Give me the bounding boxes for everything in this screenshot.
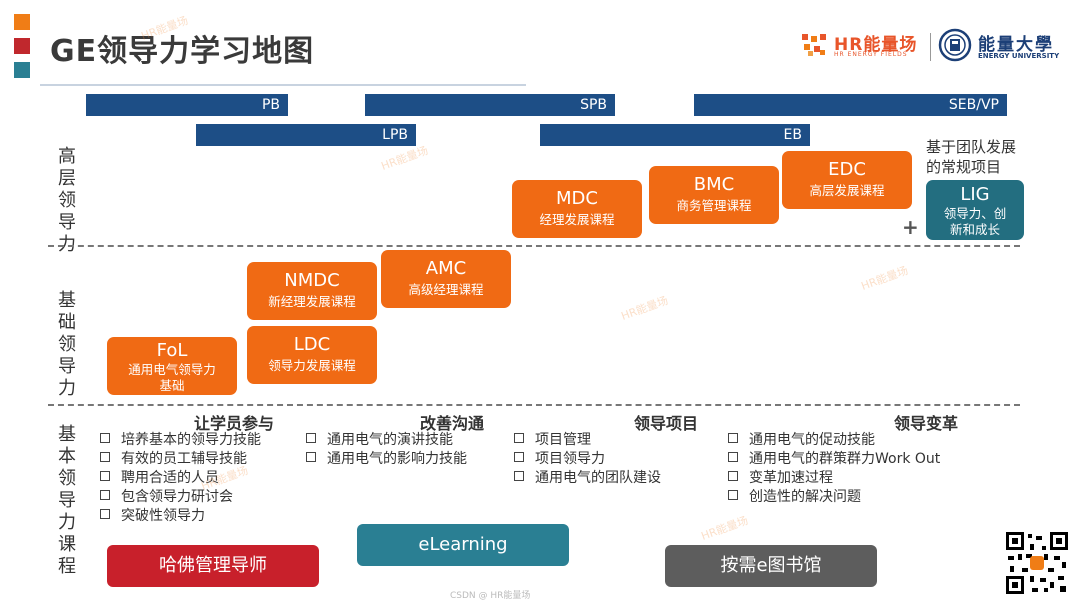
- course-lig[interactable]: LIG 领导力、创 新和成长: [926, 180, 1024, 240]
- course-bmc[interactable]: BMC 商务管理课程: [649, 166, 779, 224]
- course-desc-line-1: 领导力、创: [943, 206, 1007, 221]
- list-item: 通用电气的促动技能: [728, 431, 940, 450]
- column-title-projects: 领导项目: [634, 414, 699, 433]
- divider-senior: [48, 245, 1020, 247]
- list-item: 变革加速过程: [728, 469, 940, 488]
- column-title-change: 领导变革: [894, 414, 959, 433]
- header-square-orange: [14, 14, 30, 30]
- list-item: 聘用合适的人员: [100, 469, 261, 488]
- column-list-communicate: 通用电气的演讲技能 通用电气的影响力技能: [306, 431, 467, 469]
- watermark: HR能量场: [859, 263, 910, 293]
- course-mdc[interactable]: MDC 经理发展课程: [512, 180, 642, 238]
- course-desc-line-2: 新和成长: [949, 222, 1000, 237]
- checkbox-icon: [100, 490, 110, 500]
- footer-credit: CSDN @ HR能量场: [450, 591, 531, 601]
- title-underline: [40, 84, 526, 86]
- hr-logo-sub: HR ENERGY FIELDS: [834, 51, 908, 58]
- level-bar-seb-vp: SEB/VP: [694, 94, 1007, 116]
- list-item: 培养基本的领导力技能: [100, 431, 261, 450]
- course-amc[interactable]: AMC 高级经理课程: [381, 250, 511, 308]
- column-title-communicate: 改善沟通: [420, 414, 485, 433]
- list-item: 通用电气的团队建设: [514, 469, 661, 488]
- header-square-teal: [14, 62, 30, 78]
- list-item: 包含领导力研讨会: [100, 488, 261, 507]
- course-code: EDC: [828, 159, 866, 180]
- course-desc: 领导力发展课程: [268, 358, 356, 373]
- checkbox-icon: [100, 452, 110, 462]
- course-code: MDC: [556, 188, 598, 209]
- list-item: 项目管理: [514, 431, 661, 450]
- checkbox-icon: [514, 433, 524, 443]
- hr-logo-name: HR能量场: [834, 35, 918, 55]
- checkbox-icon: [100, 509, 110, 519]
- list-item: 创造性的解决问题: [728, 488, 940, 507]
- harvard-manage-mentor-button[interactable]: 哈佛管理导师: [107, 545, 319, 587]
- course-code: FoL: [156, 340, 188, 361]
- team-program-note: 基于团队发展 的常规项目: [926, 137, 1036, 177]
- qr-code-icon: [1004, 530, 1070, 596]
- section-label-foundation: 基础领导力: [58, 290, 76, 399]
- level-bar-lpb: LPB: [196, 124, 416, 146]
- energy-university-logo: 能量大學 ENERGY UNIVERSITY: [938, 26, 1068, 66]
- checkbox-icon: [514, 471, 524, 481]
- energy-university-seal-icon: [938, 28, 972, 62]
- note-line-1: 基于团队发展: [926, 138, 1017, 156]
- list-item: 有效的员工辅导技能: [100, 450, 261, 469]
- course-code: AMC: [425, 258, 467, 279]
- column-list-projects: 项目管理 项目领导力 通用电气的团队建设: [514, 431, 661, 488]
- checkbox-icon: [100, 433, 110, 443]
- course-desc: 高级经理课程: [408, 282, 484, 297]
- hr-energy-logo: HR能量场 HR ENERGY FIELDS: [800, 30, 920, 62]
- course-desc-line-1: 通用电气领导力: [128, 362, 216, 377]
- checkbox-icon: [514, 452, 524, 462]
- course-code: LDC: [293, 334, 331, 355]
- course-ldc[interactable]: LDC 领导力发展课程: [247, 326, 377, 384]
- header-square-red: [14, 38, 30, 54]
- note-line-2: 的常规项目: [926, 158, 1002, 176]
- elearning-button[interactable]: eLearning: [357, 524, 569, 566]
- eu-logo-sub: ENERGY UNIVERSITY: [978, 52, 1060, 60]
- column-title-engage: 让学员参与: [194, 414, 275, 433]
- checkbox-icon: [306, 452, 316, 462]
- section-label-senior: 高层领导力: [58, 146, 76, 255]
- hr-energy-logo-icon: [802, 34, 826, 56]
- course-edc[interactable]: EDC 高层发展课程: [782, 151, 912, 209]
- course-desc: 商务管理课程: [676, 198, 752, 213]
- section-label-basic: 基本领导力课程: [58, 424, 76, 577]
- course-fol[interactable]: FoL 通用电气领导力 基础: [107, 337, 237, 395]
- checkbox-icon: [728, 490, 738, 500]
- watermark: HR能量场: [619, 293, 670, 323]
- checkbox-icon: [728, 471, 738, 481]
- list-item: 突破性领导力: [100, 507, 261, 526]
- course-desc: 新经理发展课程: [268, 294, 356, 309]
- checkbox-icon: [728, 452, 738, 462]
- list-item: 项目领导力: [514, 450, 661, 469]
- course-code: NMDC: [284, 270, 340, 291]
- course-desc-line-2: 基础: [159, 378, 185, 393]
- checkbox-icon: [306, 433, 316, 443]
- column-list-change: 通用电气的促动技能 通用电气的群策群力Work Out 变革加速过程 创造性的解…: [728, 431, 940, 507]
- checkbox-icon: [728, 433, 738, 443]
- plus-icon: +: [902, 215, 919, 239]
- divider-foundation: [48, 404, 1020, 406]
- course-code: BMC: [693, 174, 735, 195]
- checkbox-icon: [100, 471, 110, 481]
- watermark: HR能量场: [699, 513, 750, 543]
- level-bar-spb: SPB: [365, 94, 615, 116]
- course-nmdc[interactable]: NMDC 新经理发展课程: [247, 262, 377, 320]
- e-library-button[interactable]: 按需e图书馆: [665, 545, 877, 587]
- page-title: GE领导力学习地图: [50, 34, 315, 69]
- course-code: LIG: [960, 184, 990, 205]
- level-bar-eb: EB: [540, 124, 810, 146]
- logo-separator: [930, 33, 931, 61]
- column-list-engage: 培养基本的领导力技能 有效的员工辅导技能 聘用合适的人员 包含领导力研讨会 突破…: [100, 431, 261, 526]
- course-desc: 经理发展课程: [539, 212, 615, 227]
- list-item: 通用电气的群策群力Work Out: [728, 450, 940, 469]
- level-bar-pb: PB: [86, 94, 288, 116]
- course-desc: 高层发展课程: [809, 183, 885, 198]
- list-item: 通用电气的演讲技能: [306, 431, 467, 450]
- watermark: HR能量场: [379, 143, 430, 173]
- eu-logo-name: 能量大學: [978, 35, 1054, 55]
- list-item: 通用电气的影响力技能: [306, 450, 467, 469]
